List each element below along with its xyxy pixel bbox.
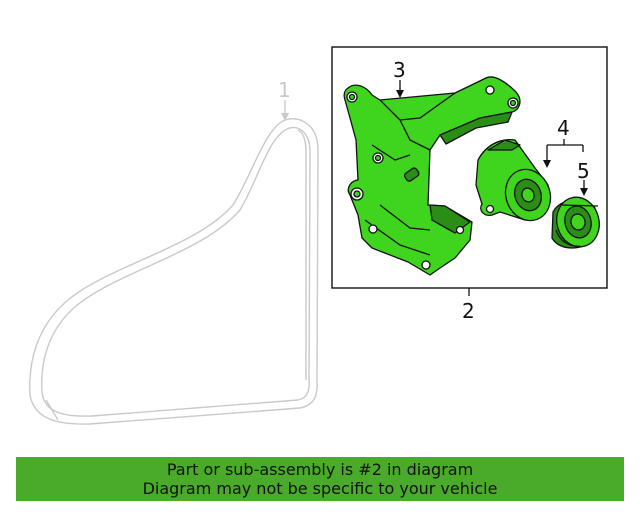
serpentine-belt: [29, 118, 319, 425]
callout-3-arrow: [396, 90, 404, 98]
info-banner: Part or sub-assembly is #2 in diagram Di…: [16, 457, 624, 501]
callout-4-label: 4: [557, 116, 570, 140]
callout-5-label: 5: [577, 159, 590, 183]
banner-line-1: Part or sub-assembly is #2 in diagram: [166, 460, 474, 479]
callout-4-leader: [546, 139, 584, 162]
callout-1-arrow: [281, 113, 289, 121]
tensioner-bracket: [343, 76, 521, 276]
idler-pulley: [551, 196, 600, 249]
callout-1-label: 1: [278, 78, 291, 102]
belt-tensioner: [475, 139, 552, 222]
callout-4-arrow: [543, 160, 551, 168]
callout-2-label: 2: [462, 299, 475, 323]
banner-line-2: Diagram may not be specific to your vehi…: [142, 479, 498, 498]
callout-3-label: 3: [393, 58, 406, 82]
callout-5-arrow: [580, 188, 588, 196]
